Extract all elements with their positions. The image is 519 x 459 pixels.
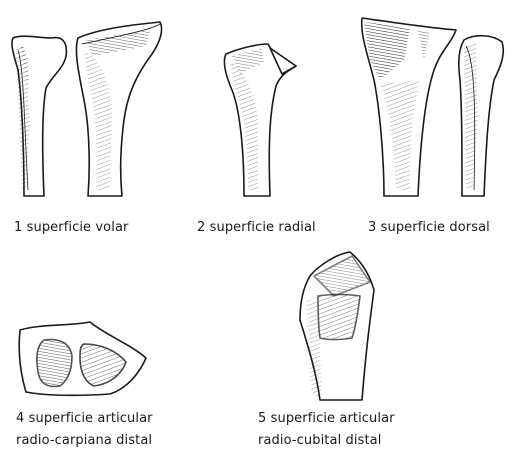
radioulnar-surface-view — [300, 252, 374, 400]
caption-dorsal: 3 superficie dorsal — [368, 217, 490, 239]
caption-radioulnar-line2: radio-cubital distal — [258, 430, 381, 452]
volar-view — [12, 22, 162, 196]
radial-view — [224, 44, 296, 196]
caption-radiocarpal-line2: radio-carpiana distal — [16, 430, 152, 452]
caption-radioulnar-line1: 5 superficie articular — [258, 408, 395, 430]
dorsal-ulna — [459, 36, 503, 196]
dorsal-radius — [362, 18, 456, 196]
volar-ulna — [12, 36, 66, 196]
radiocarpal-surface-view — [19, 322, 146, 395]
dorsal-view — [362, 18, 504, 196]
caption-radial: 2 superficie radial — [197, 217, 316, 239]
volar-radius — [76, 22, 161, 196]
caption-volar: 1 superficie volar — [14, 217, 128, 239]
caption-radiocarpal-line1: 4 superficie articular — [16, 408, 153, 430]
